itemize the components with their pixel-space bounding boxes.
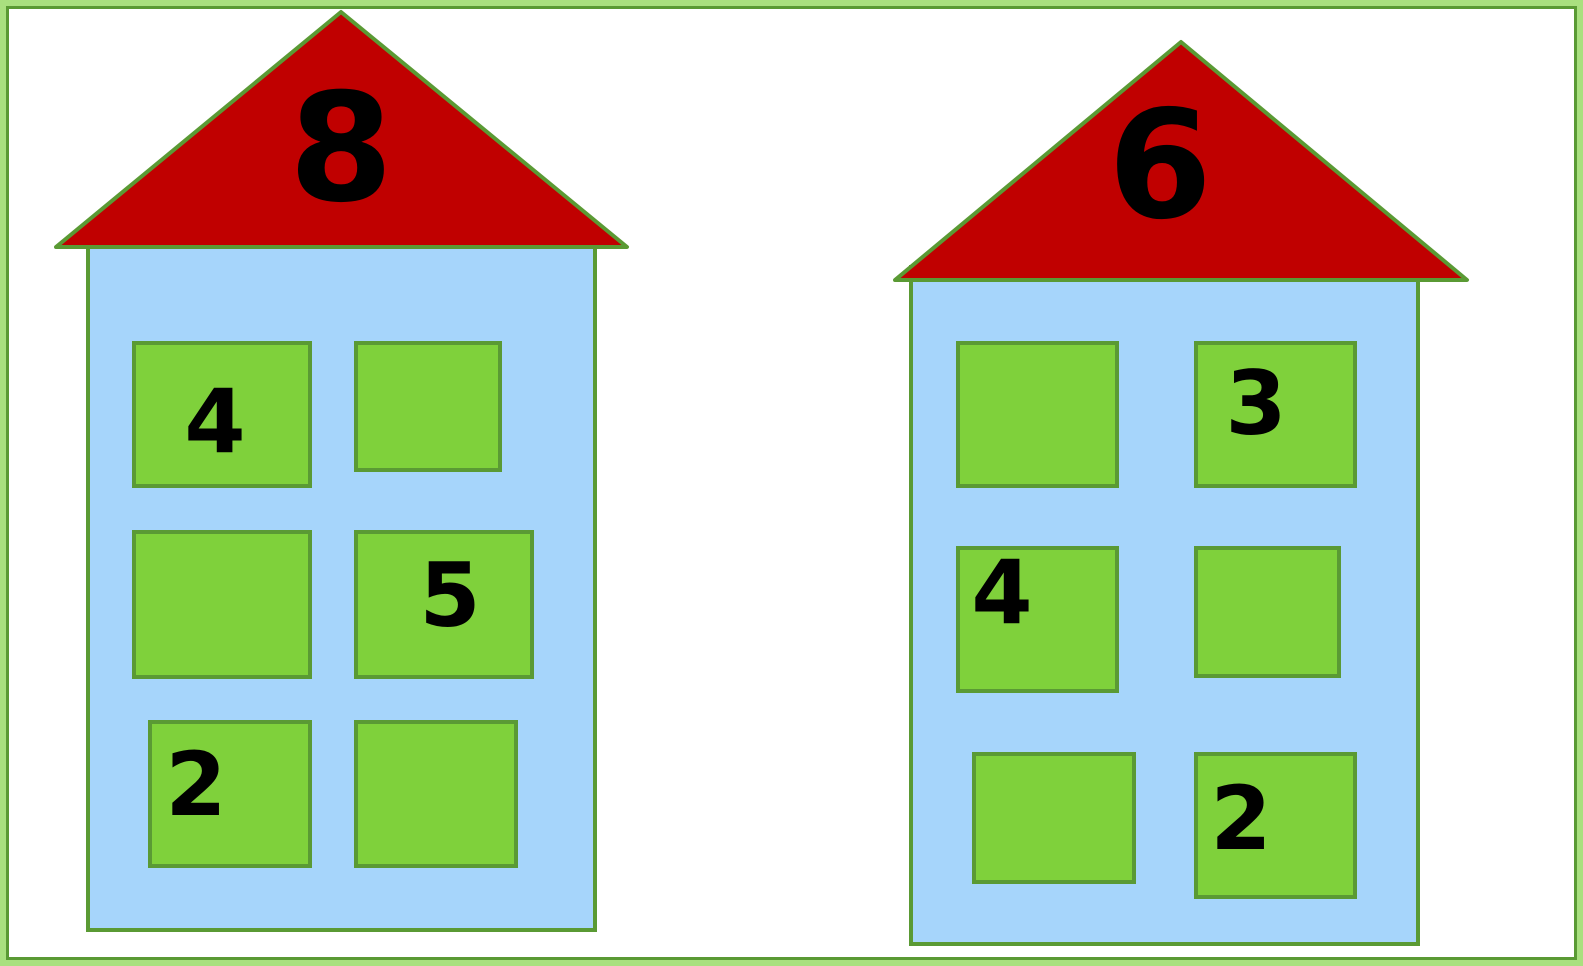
house-2-window-5[interactable] [974,754,1134,882]
house-1-window-6[interactable] [356,722,516,866]
house-2-window-4[interactable] [1196,548,1339,676]
house-1-window-2[interactable] [356,343,500,470]
house-1-window-4-number: 5 [419,544,480,647]
house-2-window-2-number: 3 [1225,352,1286,455]
house-1-window-5-number: 2 [165,733,226,836]
house-2-window-3-number: 4 [971,541,1032,644]
house-2: 6 3 4 2 [895,42,1467,944]
house-1: 8 4 5 2 [56,12,627,930]
house-1-window-1-number: 4 [184,370,245,473]
house-1-window-3[interactable] [134,532,310,677]
house-1-roof-number: 8 [289,62,393,236]
house-2-roof-number: 6 [1108,79,1212,253]
house-2-window-1[interactable] [958,343,1117,486]
house-2-window-6-number: 2 [1210,767,1271,870]
